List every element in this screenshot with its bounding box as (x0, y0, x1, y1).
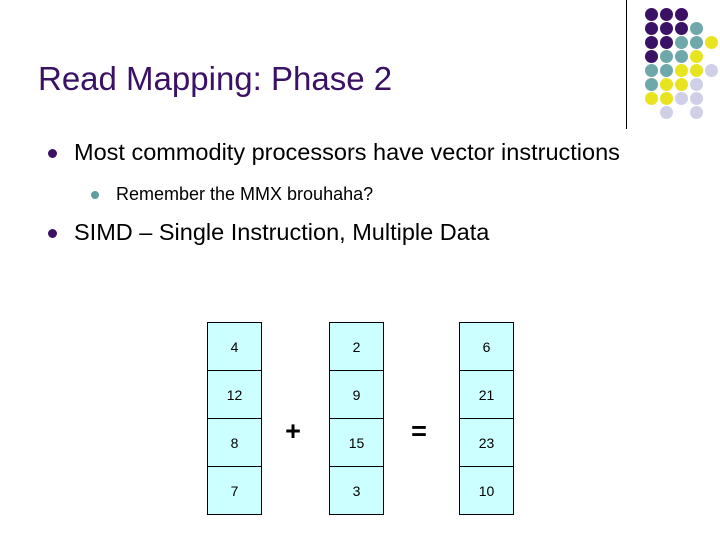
vector-cell: 6 (460, 323, 513, 371)
decorative-dot (690, 36, 703, 49)
decorative-dot (660, 8, 673, 21)
vector-cell: 12 (208, 371, 261, 419)
operator-plus: + (285, 416, 301, 446)
spacer (36, 206, 636, 218)
decorative-dot (690, 92, 703, 105)
bullet-item-level1-vector-instructions: Most commodity processors have vector in… (36, 138, 636, 167)
decorative-dot (645, 78, 658, 91)
decorative-dot (645, 64, 658, 77)
bullet-marker-icon (48, 229, 57, 238)
spacer (36, 169, 636, 182)
bullet-text: Most commodity processors have vector in… (74, 139, 620, 165)
vector-cell: 4 (208, 323, 261, 371)
decorative-dot (660, 50, 673, 63)
decorative-dot (675, 22, 688, 35)
vector-operand-a: 4 12 8 7 (207, 322, 262, 515)
bullet-item-level1-simd: SIMD – Single Instruction, Multiple Data (36, 218, 636, 247)
decorative-dot (690, 64, 703, 77)
decorative-dot (660, 22, 673, 35)
vector-cell: 2 (330, 323, 383, 371)
bullet-marker-icon (48, 149, 57, 158)
decorative-dot (660, 78, 673, 91)
sub-bullet-text: Remember the MMX brouhaha? (116, 184, 374, 204)
decorative-dot (705, 36, 718, 49)
simd-vector-diagram: 4 12 8 7 + 2 9 15 3 = 6 21 23 10 (0, 320, 720, 525)
decorative-dot (660, 106, 673, 119)
sub-bullet-marker-icon (91, 191, 99, 199)
vector-cell: 10 (460, 467, 513, 515)
vector-cell: 9 (330, 371, 383, 419)
decorative-dot (690, 50, 703, 63)
vector-cell: 23 (460, 419, 513, 467)
operator-equals: = (411, 416, 427, 446)
header-divider-line (626, 0, 627, 129)
decorative-dot (645, 50, 658, 63)
decorative-dot (645, 36, 658, 49)
decorative-dot (675, 92, 688, 105)
slide-body: Most commodity processors have vector in… (36, 138, 636, 249)
vector-cell: 8 (208, 419, 261, 467)
bullet-text: SIMD – Single Instruction, Multiple Data (74, 219, 490, 245)
decorative-dot (660, 92, 673, 105)
decorative-dot (690, 78, 703, 91)
decorative-dot (690, 22, 703, 35)
decorative-dot (645, 8, 658, 21)
decorative-dot (690, 106, 703, 119)
decorative-dot (645, 92, 658, 105)
decorative-dot (675, 50, 688, 63)
vector-cell: 21 (460, 371, 513, 419)
decorative-dot (660, 36, 673, 49)
decorative-dot (705, 64, 718, 77)
decorative-dot (660, 64, 673, 77)
decorative-dot (675, 8, 688, 21)
vector-result: 6 21 23 10 (459, 322, 514, 515)
bullet-item-level2-mmx: Remember the MMX brouhaha? (78, 182, 636, 206)
decorative-dot (675, 64, 688, 77)
decorative-dot (675, 78, 688, 91)
decorative-dot-grid (645, 8, 718, 120)
vector-cell: 15 (330, 419, 383, 467)
decorative-dot (645, 22, 658, 35)
vector-cell: 7 (208, 467, 261, 515)
vector-cell: 3 (330, 467, 383, 515)
decorative-dot (675, 36, 688, 49)
vector-operand-b: 2 9 15 3 (329, 322, 384, 515)
page-title: Read Mapping: Phase 2 (38, 60, 393, 97)
